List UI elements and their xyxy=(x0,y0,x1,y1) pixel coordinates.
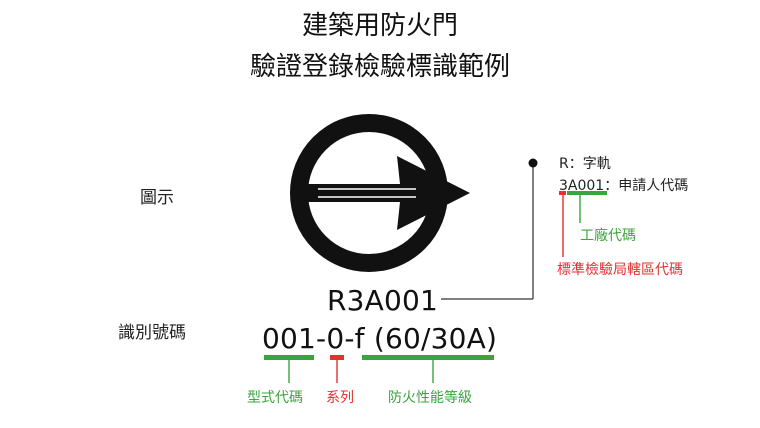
title-line-1: 建築用防火門 xyxy=(301,11,458,41)
title-line-2: 驗證登錄檢驗標識範例 xyxy=(249,52,510,82)
legend-r-line: R：字軌 xyxy=(559,156,611,172)
fire-rating-note: 防火性能等級 xyxy=(388,390,472,406)
model-code: 001-0-f (60/30A) xyxy=(262,322,498,355)
figure-label: 圖示 xyxy=(140,188,174,208)
series-marker xyxy=(330,355,344,360)
identification-code-label: 識別號碼 xyxy=(118,323,186,343)
bureau-code-marker xyxy=(559,191,566,195)
logo-arrow xyxy=(292,156,470,230)
bureau-code-note: 標準檢驗局轄區代碼 xyxy=(557,262,683,278)
legend-markers xyxy=(559,191,607,257)
bsmi-logo-icon xyxy=(290,114,470,272)
series-note: 系列 xyxy=(326,390,354,406)
fire-rating-marker xyxy=(362,355,494,360)
type-code-note: 型式代碼 xyxy=(247,390,303,406)
factory-code-note: 工廠代碼 xyxy=(580,228,636,244)
segment-markers xyxy=(264,355,494,383)
registration-code: R3A001 xyxy=(327,284,439,317)
factory-code-marker xyxy=(567,191,607,195)
leader-dot xyxy=(528,158,538,168)
legend-applicant-line: 3A001：申請人代碼 xyxy=(559,178,689,194)
type-code-marker xyxy=(264,355,314,360)
leader-line xyxy=(441,158,538,300)
